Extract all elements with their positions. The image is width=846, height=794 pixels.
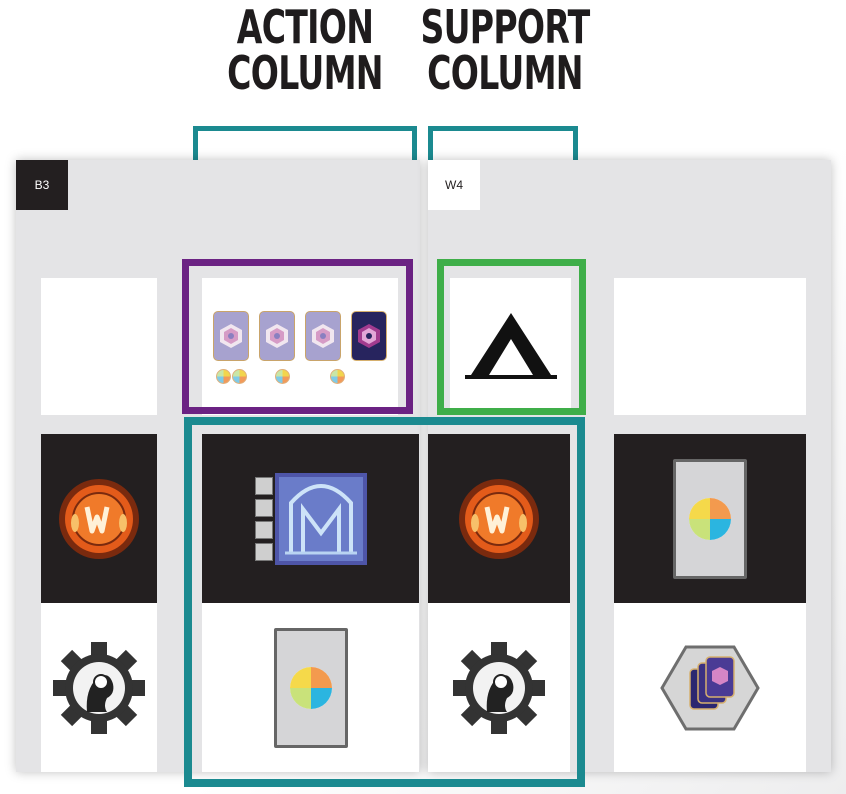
card-icon	[305, 310, 341, 361]
gear-robot-icon	[453, 641, 545, 734]
action-cards-highlight	[182, 259, 413, 414]
gear-robot-icon	[53, 641, 145, 734]
color-token-icon	[330, 368, 345, 384]
action-title-line-1: ACTION	[236, 0, 374, 54]
color-wheel-card-icon	[673, 458, 747, 579]
support-gear-cell	[428, 603, 570, 772]
tent-icon	[464, 312, 557, 379]
w4-top-right-slot	[614, 278, 806, 415]
card-icon	[351, 310, 387, 361]
action-column-bracket	[193, 126, 417, 182]
board-tag-b3: B3	[16, 160, 68, 210]
support-wheat-coin-cell	[428, 434, 570, 603]
action-card-cell	[202, 603, 419, 772]
support-top-slot	[450, 278, 571, 415]
board-tag-w4: W4	[428, 160, 480, 210]
support-title-line-2: COLUMN	[427, 46, 583, 100]
w4-deck-cell	[614, 603, 806, 772]
support-column-bracket	[428, 126, 578, 182]
w4-card-cell	[614, 434, 806, 603]
action-support-highlight	[184, 417, 585, 787]
color-token-icon	[216, 368, 231, 384]
wheat-coin-icon	[59, 478, 139, 559]
b3-gear-cell	[41, 603, 157, 772]
b3-wheat-coin-cell	[41, 434, 157, 603]
card-icon	[259, 310, 295, 361]
support-column-title: SUPPORT COLUMN	[419, 4, 592, 96]
b3-top-left-slot	[41, 278, 157, 415]
card-icon	[213, 310, 249, 361]
recruit-cards	[210, 310, 390, 384]
action-building-cell	[202, 434, 419, 603]
support-tent-highlight	[437, 259, 586, 415]
card-deck-hexagon-icon	[660, 645, 760, 730]
color-token-icon	[232, 368, 247, 384]
action-top-slot	[202, 278, 398, 415]
wheat-coin-icon	[459, 478, 539, 559]
support-title-line-1: SUPPORT	[420, 0, 590, 54]
building-tile-icon	[254, 472, 367, 565]
color-wheel-card-icon	[273, 627, 348, 748]
action-title-line-2: COLUMN	[227, 46, 383, 100]
color-token-icon	[275, 368, 290, 384]
action-column-title: ACTION COLUMN	[219, 4, 392, 96]
